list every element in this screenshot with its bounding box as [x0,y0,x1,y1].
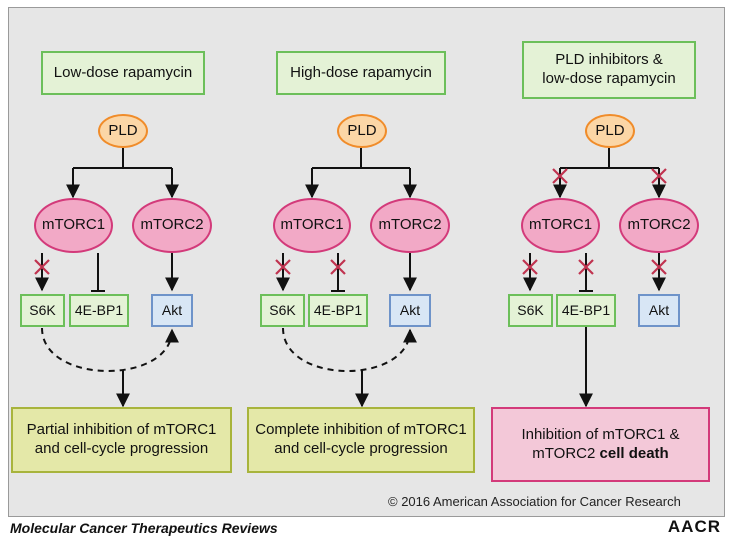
s6k-akt-dashed-loop [282,327,417,372]
mtorc1-node: mTORC1 [34,198,113,253]
akt-node: Akt [151,294,193,327]
outcome-line-1: Complete inhibition of mTORC1 [255,421,467,439]
mtorc1-node: mTORC1 [273,198,351,253]
outcome-line-2: and cell-cycle progression [34,440,209,457]
mtorc2-node: mTORC2 [370,198,450,253]
aacr-logo: AACR [667,517,721,536]
outcome-line-1: Partial inhibition of mTORC1 [26,421,217,439]
journal-title: Molecular Cancer Therapeutics Reviews [10,520,278,536]
s6k-node: S6K [260,294,305,327]
inhibition-x-icon [34,259,50,275]
condition-high-dose-rapamycin: High-dose rapamycin [276,51,446,95]
outcome-partial-inhibition: Partial inhibition of mTORC1 and cell-cy… [11,407,232,473]
s6k-node: S6K [20,294,65,327]
panel-2-connectors [275,148,417,408]
inhibition-x-icon [552,168,568,184]
akt-node: Akt [638,294,680,327]
copyright-notice: © 2016 American Association for Cancer R… [388,494,681,509]
4ebp1-node: 4E-BP1 [556,294,616,327]
4ebp1-node: 4E-BP1 [69,294,129,327]
mtorc2-node: mTORC2 [619,198,699,253]
outcome-line-2: mTORC2 cell death [532,445,668,464]
outcome-line-1: Inhibition of mTORC1 & [521,425,680,443]
condition-low-dose-rapamycin: Low-dose rapamycin [41,51,205,95]
condition-line-2: low-dose rapamycin [542,70,676,87]
cell-death-emphasis: cell death [599,444,669,462]
inhibition-x-icon [330,259,346,275]
inhibition-x-icon [651,259,667,275]
pld-node: PLD [585,114,635,148]
s6k-node: S6K [508,294,553,327]
footer-bar [0,518,733,545]
outcome-cell-death: Inhibition of mTORC1 & mTORC2 cell death [491,407,710,482]
outcome-line-2: and cell-cycle progression [274,440,448,457]
pld-node: PLD [337,114,387,148]
4ebp1-node: 4E-BP1 [308,294,368,327]
pld-node: PLD [98,114,148,148]
condition-line-1: PLD inhibitors & [555,51,663,69]
inhibition-x-icon [578,259,594,275]
mtorc2-node: mTORC2 [132,198,212,253]
outcome-line-2-plain: mTORC2 [532,444,600,462]
s6k-akt-dashed-loop [41,327,179,372]
condition-pld-inhibitors-low-dose: PLD inhibitors & low-dose rapamycin [522,41,696,99]
akt-node: Akt [389,294,431,327]
mtorc1-node: mTORC1 [521,198,600,253]
inhibition-x-icon [651,168,667,184]
panel-1-connectors [34,148,179,408]
panel-3-connectors [522,148,667,408]
inhibition-x-icon [275,259,291,275]
outcome-complete-inhibition: Complete inhibition of mTORC1 and cell-c… [247,407,475,473]
inhibition-x-icon [522,259,538,275]
